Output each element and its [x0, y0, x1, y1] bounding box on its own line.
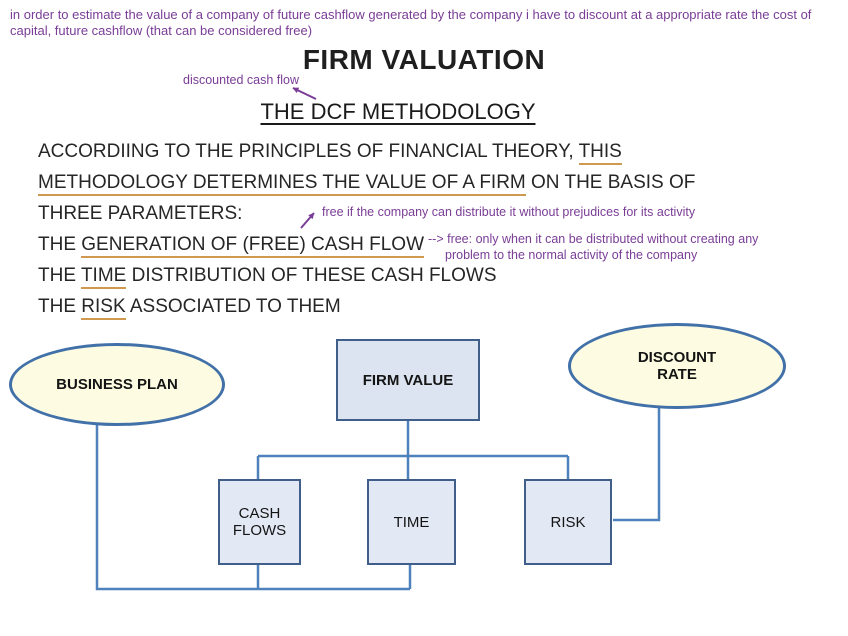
- body-line-6-text2: ASSOCIATED TO THEM: [125, 296, 341, 317]
- body-line-1-underlined: THIS: [578, 141, 622, 165]
- slide-subtitle: THE DCF METHODOLOGY: [260, 99, 536, 124]
- body-line-2-underlined: METHODOLOGY DETERMINES THE VALUE OF A FI…: [38, 172, 526, 196]
- body-line-1-text: ACCORDIING TO THE PRINCIPLES OF FINANCIA…: [38, 141, 579, 162]
- body-line-5-underlined: TIME: [80, 265, 127, 289]
- body-line-3: THREE PARAMETERS:: [38, 198, 832, 229]
- firm-value-to-children-connector: [256, 421, 570, 481]
- body-line-6: THE RISK ASSOCIATED TO THEM: [38, 291, 832, 322]
- body-line-3-text: THREE PARAMETERS:: [38, 203, 243, 224]
- body-line-2: METHODOLOGY DETERMINES THE VALUE OF A FI…: [38, 167, 832, 198]
- body-line-4-text: THE: [38, 234, 82, 255]
- body-text: ACCORDIING TO THE PRINCIPLES OF FINANCIA…: [38, 136, 832, 322]
- firm-value-box: FIRM VALUE: [336, 339, 480, 421]
- free-cash-annotation: free if the company can distribute it wi…: [322, 205, 696, 219]
- free-cash-annotation-2: --> free: only when it can be distribute…: [428, 231, 758, 263]
- cash-flows-label: CASH FLOWS: [232, 505, 287, 539]
- risk-box: RISK: [524, 479, 612, 565]
- body-line-4: THE GENERATION OF (FREE) CASH FLOW: [38, 229, 832, 260]
- body-line-5-text2: DISTRIBUTION OF THESE CASH FLOWS: [126, 265, 497, 286]
- body-line-6-text: THE: [38, 296, 82, 317]
- time-label: TIME: [393, 513, 430, 531]
- dcf-arrow-icon: [292, 87, 317, 100]
- discount-rate-connector: [613, 403, 661, 522]
- handwritten-note-top: in order to estimate the value of a comp…: [10, 7, 812, 38]
- body-line-5: THE TIME DISTRIBUTION OF THESE CASH FLOW…: [38, 260, 832, 291]
- business-plan-label: BUSINESS PLAN: [56, 376, 178, 393]
- body-line-2-text: ON THE BASIS OF: [525, 172, 696, 193]
- body-line-6-underlined: RISK: [81, 296, 126, 320]
- body-line-5-text: THE: [38, 265, 81, 286]
- cash-flows-box: CASH FLOWS: [218, 479, 301, 565]
- firm-value-label: FIRM VALUE: [362, 371, 454, 389]
- body-line-1: ACCORDIING TO THE PRINCIPLES OF FINANCIA…: [38, 136, 832, 167]
- time-box: TIME: [367, 479, 456, 565]
- risk-label: RISK: [550, 513, 586, 531]
- discount-rate-label: DISCOUNT RATE: [637, 349, 717, 383]
- dcf-annotation: discounted cash flow: [183, 73, 300, 87]
- slide-title: FIRM VALUATION: [302, 44, 546, 75]
- free-cash-annotation-2-line1: --> free: only when it can be distribute…: [428, 232, 759, 246]
- discount-rate-ellipse: DISCOUNT RATE: [568, 323, 786, 409]
- free-cash-annotation-2-line2: problem to the normal activity of the co…: [445, 248, 698, 262]
- body-line-4-underlined: GENERATION OF (FREE) CASH FLOW: [81, 234, 424, 258]
- business-plan-ellipse: BUSINESS PLAN: [9, 343, 225, 426]
